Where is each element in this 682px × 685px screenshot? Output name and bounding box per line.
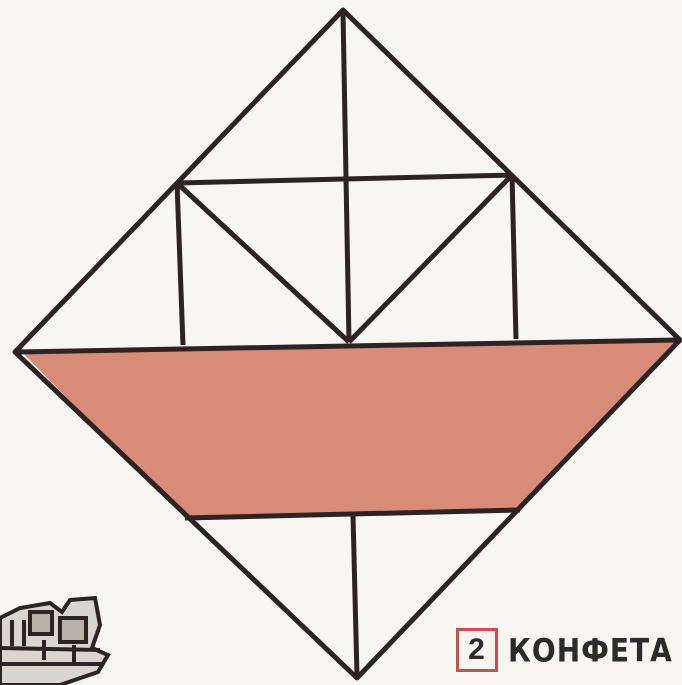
figure-title: КОНФЕТА — [508, 631, 673, 669]
ship-icon — [0, 598, 108, 685]
inner-right-diagonal — [349, 175, 512, 342]
right-vertical-line — [512, 175, 516, 339]
figure-number: 2 — [456, 628, 498, 672]
inner-left-diagonal — [177, 183, 349, 342]
left-vertical-line — [177, 183, 183, 345]
filled-band — [20, 340, 680, 518]
figure-caption: 2 КОНФЕТА — [456, 628, 673, 672]
lower-vertical-line — [353, 515, 357, 676]
upper-vertical-line — [343, 12, 349, 342]
